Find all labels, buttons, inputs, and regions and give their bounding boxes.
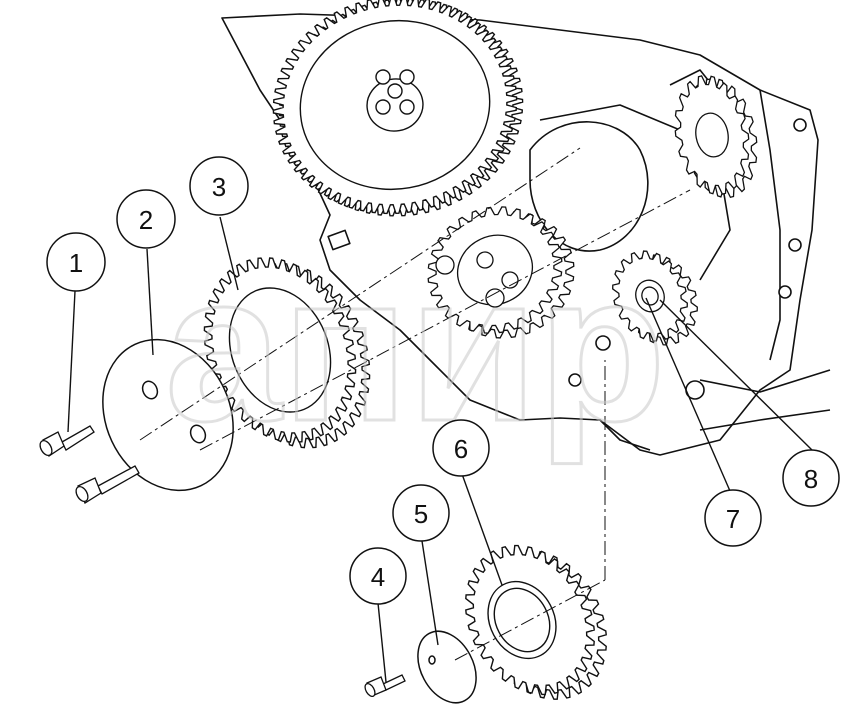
callout-8-label: 8 [804, 464, 818, 494]
large-gear-item-3 [203, 257, 371, 449]
bolt-item-4 [364, 674, 406, 698]
callout-6-label: 6 [454, 434, 468, 464]
callout-3: 3 [189, 156, 249, 216]
callout-7: 7 [704, 489, 762, 547]
callout-8: 8 [782, 449, 840, 507]
watermark-text: апир [165, 230, 666, 465]
leader-lines [67, 216, 813, 683]
gear-item-6 [465, 544, 607, 700]
callout-1: 1 [46, 232, 106, 292]
assembly-centerlines [139, 147, 691, 661]
callout-5-label: 5 [414, 499, 428, 529]
cover-plate-item-2 [102, 338, 234, 492]
upper-right-gear [674, 75, 758, 199]
ring-gear [272, 0, 524, 217]
callout-2: 2 [116, 189, 176, 249]
callout-3-label: 3 [212, 172, 226, 202]
idler-gear-center [427, 206, 575, 339]
callout-5: 5 [392, 484, 450, 542]
callout-4: 4 [349, 547, 407, 605]
callout-7-label: 7 [726, 504, 740, 534]
callout-2-label: 2 [139, 205, 153, 235]
bolt-item-1-upper [39, 425, 95, 457]
bolt-item-1-lower [75, 465, 140, 504]
callout-4-label: 4 [371, 562, 385, 592]
callout-1-label: 1 [69, 248, 83, 278]
washer-item-5 [417, 630, 477, 704]
callout-6: 6 [432, 419, 490, 477]
